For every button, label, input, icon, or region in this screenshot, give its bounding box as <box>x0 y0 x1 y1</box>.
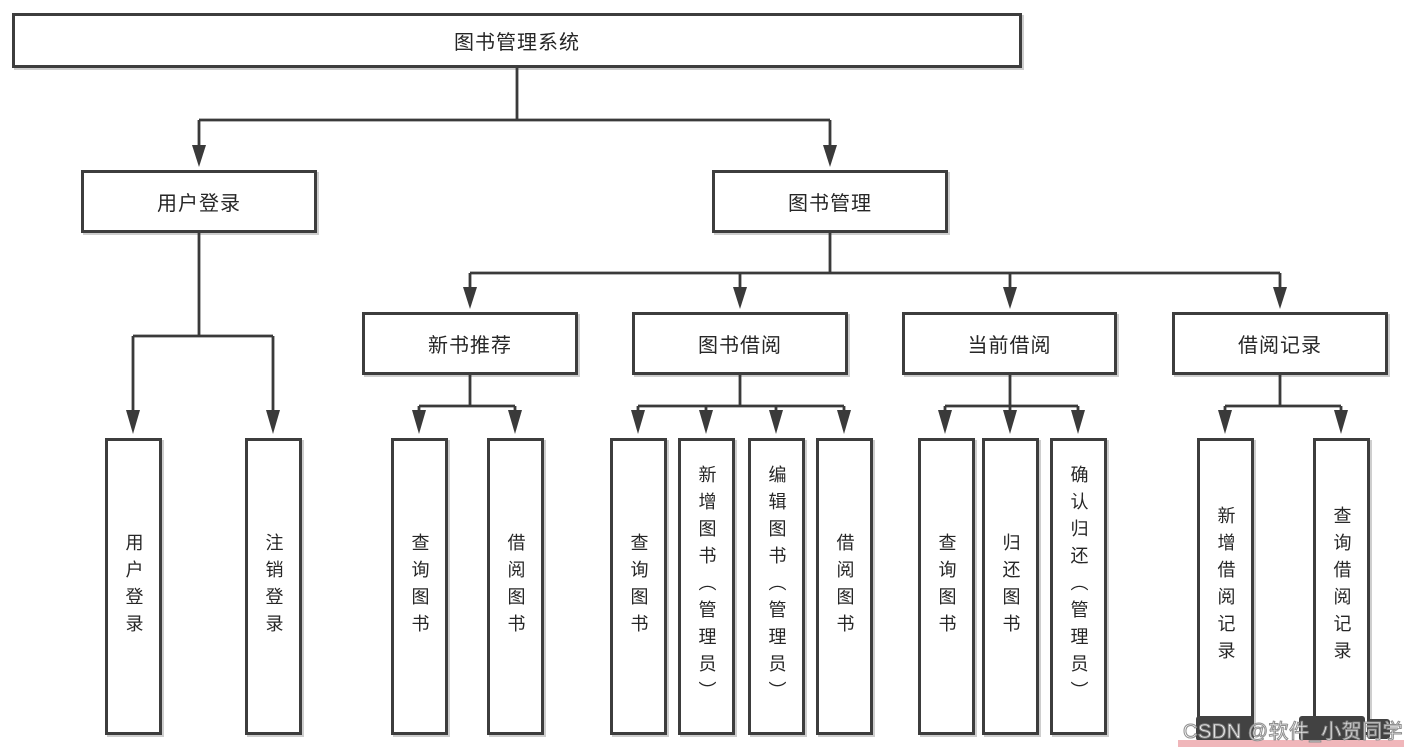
leaf-label: 注销登录 <box>263 532 284 641</box>
arrowhead <box>823 145 837 167</box>
arrowhead <box>1003 410 1017 434</box>
arrowhead <box>699 410 713 434</box>
node-new-book-recommend: 新书推荐 <box>362 312 578 375</box>
node-book-borrowing: 图书借阅 <box>632 312 848 375</box>
leaf-label: 确认归还（管理员） <box>1068 465 1089 708</box>
arrowhead <box>837 410 851 434</box>
leaf-label: 借阅图书 <box>834 532 855 641</box>
leaf-borrowing-edit-books-admin: 编辑图书（管理员） <box>748 438 805 735</box>
leaf-label: 用户登录 <box>123 532 144 641</box>
leaf-records-add-borrow-record: 新增借阅记录 <box>1197 438 1254 735</box>
connector-bookmgmt-to-level2 <box>468 233 1282 289</box>
connector-currentborrow-to-leaves <box>943 375 1080 413</box>
leaf-user-login: 用户登录 <box>105 438 162 735</box>
connector-bookborrow-to-leaves <box>636 375 846 413</box>
watermark-dark-chip <box>1299 716 1365 741</box>
watermark-dark-chip <box>1367 719 1390 739</box>
connector-borrowrecord-to-leaves <box>1223 375 1343 413</box>
node-root-system: 图书管理系统 <box>12 13 1022 68</box>
leaf-label: 查询图书 <box>628 532 649 641</box>
arrowhead <box>1071 410 1085 434</box>
leaf-current-return-books: 归还图书 <box>982 438 1039 735</box>
leaf-records-query-borrow-record: 查询借阅记录 <box>1313 438 1370 735</box>
node-book-management: 图书管理 <box>712 170 948 233</box>
leaf-borrowing-add-books-admin: 新增图书（管理员） <box>678 438 735 735</box>
leaf-label: 借阅图书 <box>505 532 526 641</box>
node-current-borrowing: 当前借阅 <box>902 312 1117 375</box>
arrowhead <box>463 287 477 309</box>
arrowhead <box>1218 410 1232 434</box>
leaf-borrowing-query-books: 查询图书 <box>610 438 667 735</box>
arrowhead <box>733 287 747 309</box>
arrowhead <box>192 145 206 167</box>
arrowhead <box>1334 410 1348 434</box>
node-user-login: 用户登录 <box>81 170 317 233</box>
leaf-borrowing-borrow-books: 借阅图书 <box>816 438 873 735</box>
arrowhead <box>938 410 952 434</box>
leaf-logout: 注销登录 <box>245 438 302 735</box>
arrowhead <box>1273 287 1287 309</box>
leaf-label: 查询借阅记录 <box>1331 505 1352 668</box>
connector-newbook-to-leaves <box>417 375 517 413</box>
leaf-current-query-books: 查询图书 <box>918 438 975 735</box>
connector-root-to-level1 <box>197 68 832 147</box>
arrowhead <box>126 410 140 434</box>
arrowheads <box>126 145 1348 434</box>
arrowhead <box>769 410 783 434</box>
leaf-label: 新增借阅记录 <box>1215 505 1236 668</box>
watermark-pink-strip <box>1178 740 1404 747</box>
arrowhead <box>266 410 280 434</box>
node-borrow-records: 借阅记录 <box>1172 312 1388 375</box>
leaf-label: 查询图书 <box>409 532 430 641</box>
csdn-watermark: CSDN @软件_小贺同学 <box>1182 721 1404 744</box>
leaf-newbook-borrow-books: 借阅图书 <box>487 438 544 735</box>
arrowhead <box>412 410 426 434</box>
connector-userlogin-to-leaves <box>131 233 275 413</box>
leaf-label: 归还图书 <box>1000 532 1021 641</box>
leaf-label: 编辑图书（管理员） <box>766 465 787 708</box>
leaf-newbook-query-books: 查询图书 <box>391 438 448 735</box>
arrowhead <box>1003 287 1017 309</box>
arrowhead <box>508 410 522 434</box>
arrowhead <box>631 410 645 434</box>
leaf-label: 查询图书 <box>936 532 957 641</box>
leaf-current-confirm-return-admin: 确认归还（管理员） <box>1050 438 1107 735</box>
leaf-label: 新增图书（管理员） <box>696 465 717 708</box>
watermark-dark-chip <box>1196 716 1254 741</box>
